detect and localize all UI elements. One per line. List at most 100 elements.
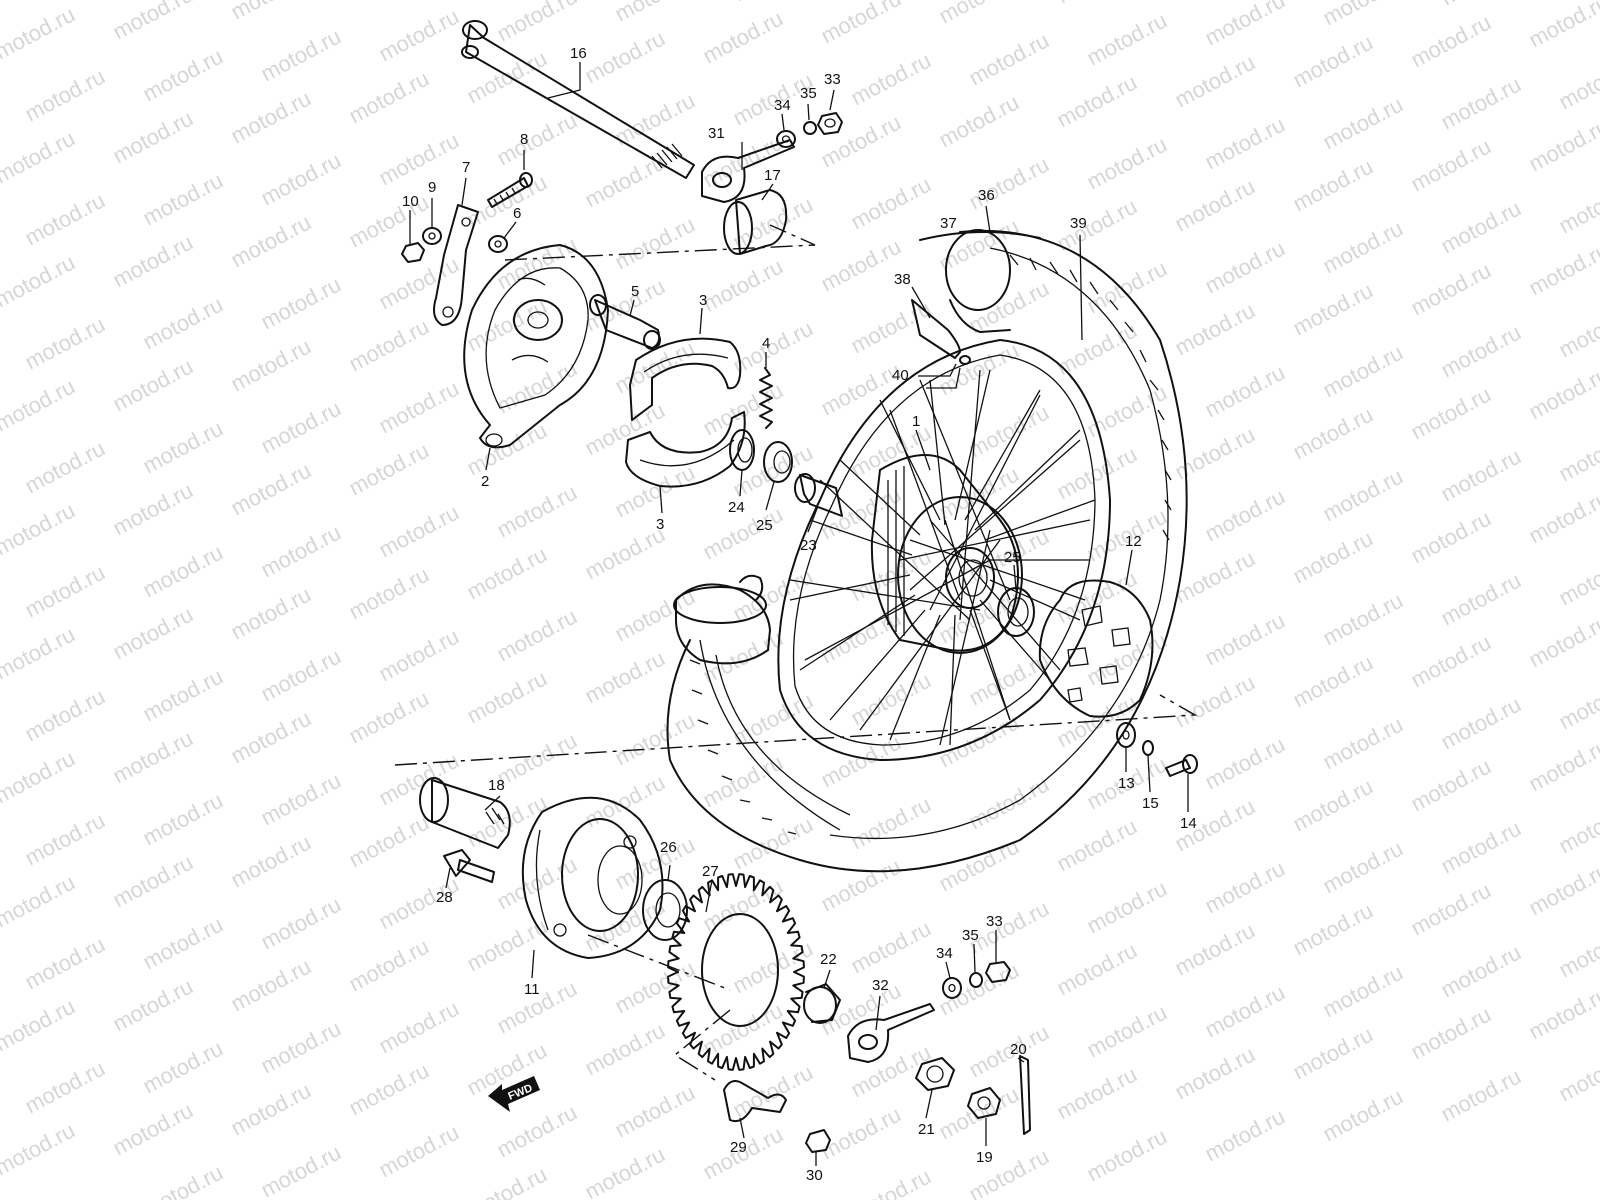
watermark-text: motod.ru: [1407, 1002, 1495, 1065]
watermark-text: motod.ru: [1083, 8, 1171, 71]
watermark-text: motod.ru: [1319, 216, 1407, 279]
watermark-text: motod.ru: [699, 626, 787, 689]
watermark-text: motod.ru: [375, 996, 463, 1059]
watermark-text: motod.ru: [729, 0, 817, 6]
watermark-text: motod.ru: [345, 314, 433, 377]
watermark-text: motod.ru: [699, 254, 787, 317]
assembly-guide-lines: [394, 224, 1198, 1081]
watermark-text: motod.ru: [1407, 134, 1495, 197]
watermark-text: motod.ru: [21, 1056, 109, 1119]
watermark-text: motod.ru: [1437, 444, 1525, 507]
watermark-text: motod.ru: [1319, 836, 1407, 899]
watermark-text: motod.ru: [463, 418, 551, 481]
watermark-text: motod.ru: [1555, 1044, 1600, 1107]
watermark-text: motod.ru: [1171, 298, 1259, 361]
hub-damper: [1038, 579, 1154, 718]
nut-30: [805, 1129, 831, 1153]
callout-17: 17: [764, 167, 781, 184]
watermark-text: motod.ru: [965, 1020, 1053, 1083]
watermark-text: motod.ru: [581, 646, 669, 709]
part-callouts: 1 2 3 3 4 5 6 7 8 9 10 11 12 13 14 15 16…: [402, 45, 1197, 1184]
callout-4: 4: [762, 335, 770, 352]
watermark-text: motod.ru: [1319, 340, 1407, 403]
watermark-text: motod.ru: [1525, 858, 1600, 921]
watermark-text: motod.ru: [21, 64, 109, 127]
watermark-text: motod.ru: [227, 86, 315, 149]
watermark-text: motod.ru: [611, 1080, 699, 1143]
watermark-text: motod.ru: [0, 622, 79, 685]
watermark-text: motod.ru: [257, 892, 345, 955]
watermark-text: motod.ru: [139, 1036, 227, 1099]
watermark-text: motod.ru: [375, 624, 463, 687]
watermark-text: motod.ru: [21, 312, 109, 375]
callout-21: 21: [918, 1121, 935, 1138]
watermark-text: motod.ru: [1555, 548, 1600, 611]
watermark-text: motod.ru: [1525, 982, 1600, 1045]
watermark-text: motod.ru: [1407, 10, 1495, 73]
washer-34-lower: [942, 977, 962, 999]
watermark-text: motod.ru: [729, 564, 817, 627]
watermark-text: motod.ru: [1201, 112, 1289, 175]
watermark-text: motod.ru: [1053, 1062, 1141, 1125]
callout-36: 36: [978, 187, 995, 204]
watermark-text: motod.ru: [847, 1164, 935, 1200]
callout-1: 1: [912, 413, 920, 430]
watermark-text: motod.ru: [21, 932, 109, 995]
sprocket-carrier: [521, 796, 664, 959]
watermark-text: motod.ru: [729, 688, 817, 751]
watermark-text: motod.ru: [729, 316, 817, 379]
watermark-text: motod.ru: [21, 684, 109, 747]
watermark-text: motod.ru: [1053, 194, 1141, 257]
watermark-text: motod.ru: [581, 274, 669, 337]
callout-22: 22: [820, 951, 837, 968]
spacer-17: [723, 189, 788, 255]
watermark-text: motod.ru: [463, 666, 551, 729]
callout-34-upper: 34: [774, 97, 791, 114]
watermark-text: motod.ru: [109, 0, 197, 44]
watermark-text: motod.ru: [611, 460, 699, 523]
callout-7: 7: [462, 159, 470, 176]
watermark-text: motod.ru: [847, 792, 935, 855]
nut-33-lower: [985, 961, 1011, 983]
callout-38: 38: [894, 271, 911, 288]
watermark-text: motod.ru: [375, 748, 463, 811]
callout-27: 27: [702, 863, 719, 880]
watermark-text: motod.ru: [0, 250, 79, 313]
watermark-text: motod.ru: [1407, 878, 1495, 941]
watermark-text: motod.ru: [493, 0, 581, 46]
hub-spacer-23: [794, 473, 843, 517]
callout-29: 29: [730, 1139, 747, 1156]
watermark-text: motod.ru: [0, 498, 79, 561]
watermark-text: motod.ru: [1053, 938, 1141, 1001]
watermark-text: motod.ru: [139, 292, 227, 355]
washer-13: [1116, 722, 1136, 748]
watermark-text: motod.ru: [1555, 300, 1600, 363]
watermark-text: motod.ru: [0, 0, 49, 2]
castle-nut-19: [967, 1087, 1001, 1119]
watermark-text: motod.ru: [1201, 236, 1289, 299]
watermark-text: motod.ru: [1053, 442, 1141, 505]
watermark-text: motod.ru: [1319, 588, 1407, 651]
watermark-text: motod.ru: [1083, 876, 1171, 939]
watermark-text: motod.ru: [1319, 960, 1407, 1023]
watermark-text: motod.ru: [257, 24, 345, 87]
watermark-text: motod.ru: [1407, 754, 1495, 817]
watermark-text: motod.ru: [1201, 732, 1289, 795]
callout-18: 18: [488, 777, 505, 794]
watermark-text: motod.ru: [1083, 132, 1171, 195]
watermark-text: motod.ru: [109, 354, 197, 417]
watermark-text: motod.ru: [1555, 176, 1600, 239]
watermark-text: motod.ru: [375, 1120, 463, 1183]
watermark-text: motod.ru: [1171, 918, 1259, 981]
watermark-text: motod.ru: [1525, 610, 1600, 673]
callout-40: 40: [892, 367, 909, 384]
rim-band-37: [945, 229, 1011, 333]
watermark-text: motod.ru: [935, 834, 1023, 897]
watermark-text: motod.ru: [21, 560, 109, 623]
watermark-text: motod.ru: [817, 606, 905, 669]
watermark-text: motod.ru: [1319, 0, 1407, 30]
callout-31: 31: [708, 125, 725, 142]
watermark-text: motod.ru: [847, 48, 935, 111]
watermark-text: motod.ru: [109, 974, 197, 1037]
